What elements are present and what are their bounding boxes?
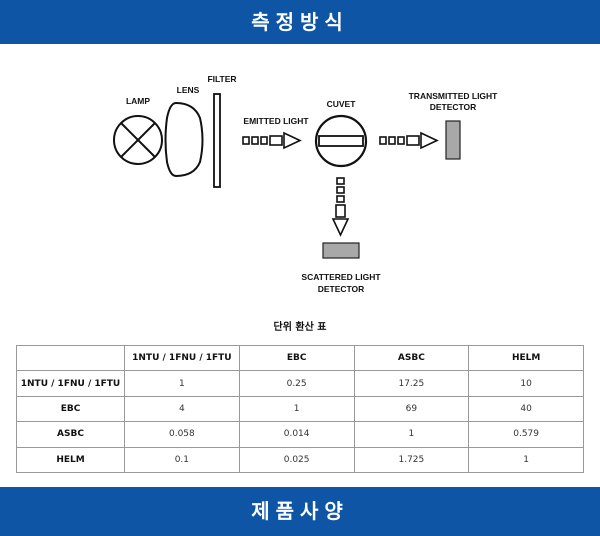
emitted-light-arrow-icon xyxy=(242,131,302,150)
transmitted-light-arrow-icon xyxy=(379,131,439,150)
table-row: ASBC 0.058 0.014 1 0.579 xyxy=(16,421,584,448)
table-cell: 0.014 xyxy=(238,421,355,448)
table-cell: 17.25 xyxy=(353,370,470,397)
column-header: HELM xyxy=(468,344,584,372)
table-cell: 1 xyxy=(238,395,355,423)
unit-conversion-table-title: 단위 환산 표 xyxy=(273,322,327,333)
section-header-measurement-method: 측정방식 xyxy=(0,0,600,44)
table-cell: 1 xyxy=(353,421,470,448)
lamp-icon xyxy=(113,115,163,165)
cuvet-icon xyxy=(314,114,368,168)
transmitted-light-detector-icon xyxy=(445,120,461,160)
lens-label: LENS xyxy=(177,85,200,95)
table-cell: 1 xyxy=(124,370,240,397)
emitted-light-label: EMITTED LIGHT xyxy=(243,116,309,126)
transmitted-detector-label-line1: TRANSMITTED LIGHT xyxy=(409,91,499,101)
row-header: HELM xyxy=(16,446,125,474)
table-cell: 69 xyxy=(353,395,470,423)
filter-label: FILTER xyxy=(207,74,236,84)
table-cell: 4 xyxy=(124,395,240,423)
table-cell: 0.058 xyxy=(124,421,240,448)
row-header: EBC xyxy=(16,395,125,423)
table-cell: 0.1 xyxy=(124,446,240,474)
table-cell: 0.025 xyxy=(238,446,355,474)
column-header: ASBC xyxy=(353,344,470,372)
row-header: ASBC xyxy=(16,421,125,448)
cuvet-label: CUVET xyxy=(327,99,357,109)
table-cell: 0.25 xyxy=(238,370,355,397)
table-header-row: 1NTU / 1FNU / 1FTU EBC ASBC HELM xyxy=(16,344,584,372)
row-header: 1NTU / 1FNU / 1FTU xyxy=(16,370,125,397)
table-cell: 1.725 xyxy=(353,446,470,474)
filter-icon xyxy=(213,93,221,188)
column-header: 1NTU / 1FNU / 1FTU xyxy=(124,344,240,372)
table-row: EBC 4 1 69 40 xyxy=(16,395,584,423)
table-row: HELM 0.1 0.025 1.725 1 xyxy=(16,446,584,474)
scattered-detector-label-line1: SCATTERED LIGHT xyxy=(301,272,381,282)
lens-icon xyxy=(164,101,204,178)
scattered-light-detector-icon xyxy=(322,242,360,259)
column-header xyxy=(16,344,125,372)
lamp-label: LAMP xyxy=(126,96,150,106)
transmitted-detector-label-line2: DETECTOR xyxy=(430,102,477,112)
scattered-light-arrow-icon xyxy=(331,177,350,237)
table-cell: 10 xyxy=(468,370,584,397)
table-cell: 1 xyxy=(468,446,584,474)
table-cell: 40 xyxy=(468,395,584,423)
column-header: EBC xyxy=(238,344,355,372)
section-header-product-specs: 제품사양 xyxy=(0,487,600,536)
table-row: 1NTU / 1FNU / 1FTU 1 0.25 17.25 10 xyxy=(16,370,584,397)
scattered-detector-label-line2: DETECTOR xyxy=(318,284,365,294)
turbidity-measurement-diagram: LAMP LENS FILTER EMITTED LIGHT CUVET TRA… xyxy=(113,74,499,294)
table-cell: 0.579 xyxy=(468,421,584,448)
unit-conversion-table: 1NTU / 1FNU / 1FTU EBC ASBC HELM 1NTU / … xyxy=(16,344,584,474)
